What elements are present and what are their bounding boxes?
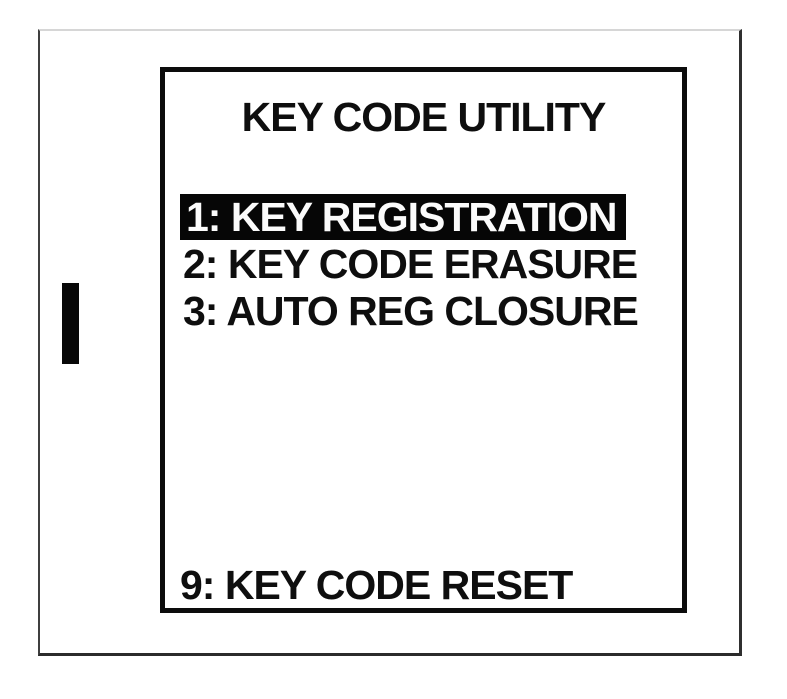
menu-item-label: 2: KEY CODE ERASURE: [183, 241, 638, 287]
menu-item-label: 9: KEY CODE RESET: [180, 562, 573, 608]
menu-item-label: 1: KEY REGISTRATION: [180, 194, 626, 240]
menu-item-label: 3: AUTO REG CLOSURE: [183, 288, 639, 334]
menu-item-key-code-reset[interactable]: 9: KEY CODE RESET: [180, 565, 573, 606]
menu-item-key-registration[interactable]: 1: KEY REGISTRATION: [179, 194, 678, 241]
menu-list: 1: KEY REGISTRATION 2: KEY CODE ERASURE …: [179, 194, 678, 335]
screen-title: KEY CODE UTILITY: [241, 94, 607, 140]
menu-item-key-code-erasure[interactable]: 2: KEY CODE ERASURE: [179, 241, 678, 288]
cursor-bar-icon: [62, 283, 79, 364]
menu-item-auto-reg-closure[interactable]: 3: AUTO REG CLOSURE: [179, 288, 678, 335]
device-screen: KEY CODE UTILITY 1: KEY REGISTRATION 2: …: [160, 67, 687, 613]
